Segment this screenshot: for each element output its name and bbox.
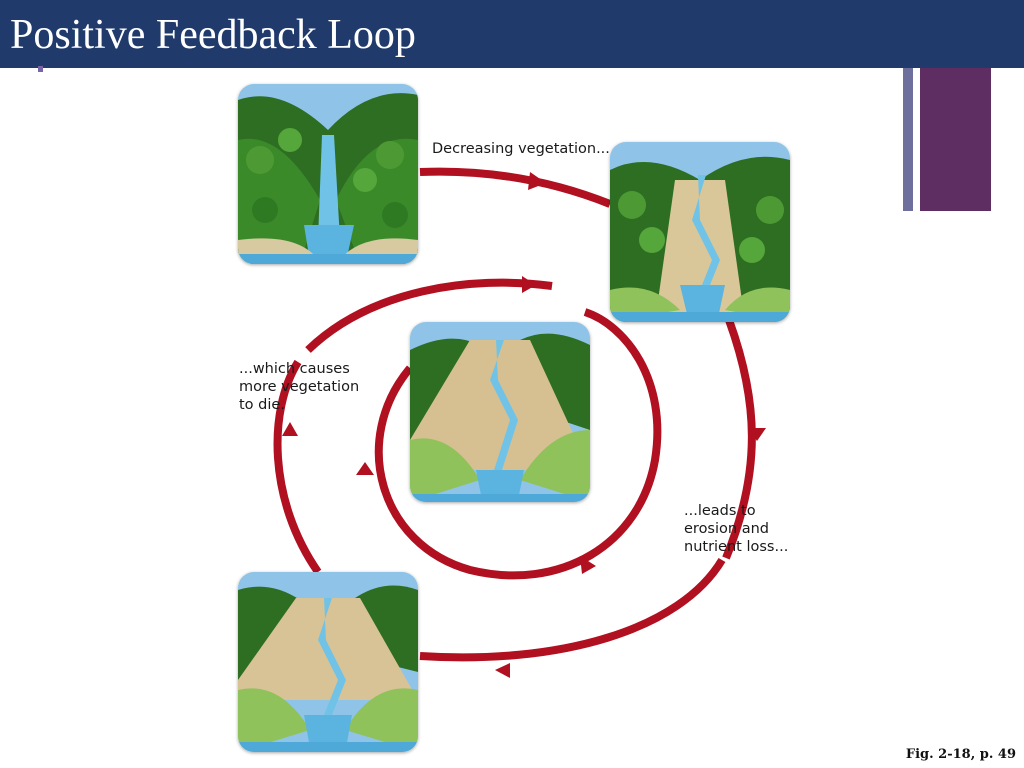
arrow-inner-left-up (356, 462, 374, 475)
arrow-bottom-left (495, 663, 510, 678)
heavily-eroded-valley-image (238, 572, 418, 752)
figure-caption: Fig. 2-18, p. 49 (906, 747, 1016, 762)
step-label-decreasing-vegetation: Decreasing vegetation... (432, 140, 610, 158)
step-label-erosion-nutrient-loss: ...leads to erosion and nutrient loss... (684, 502, 788, 556)
slightly-eroded-valley-image (610, 142, 790, 322)
arrow-left-up (282, 422, 298, 436)
moderately-eroded-valley-image (410, 322, 590, 502)
forested-valley-image (238, 84, 418, 264)
arrow-upper-right (522, 276, 536, 293)
step-label-vegetation-dies: ...which causes more vegetation to die. (239, 360, 359, 414)
outer-loop-arc-top (420, 172, 610, 204)
outer-loop-arc-bottom (420, 560, 722, 657)
